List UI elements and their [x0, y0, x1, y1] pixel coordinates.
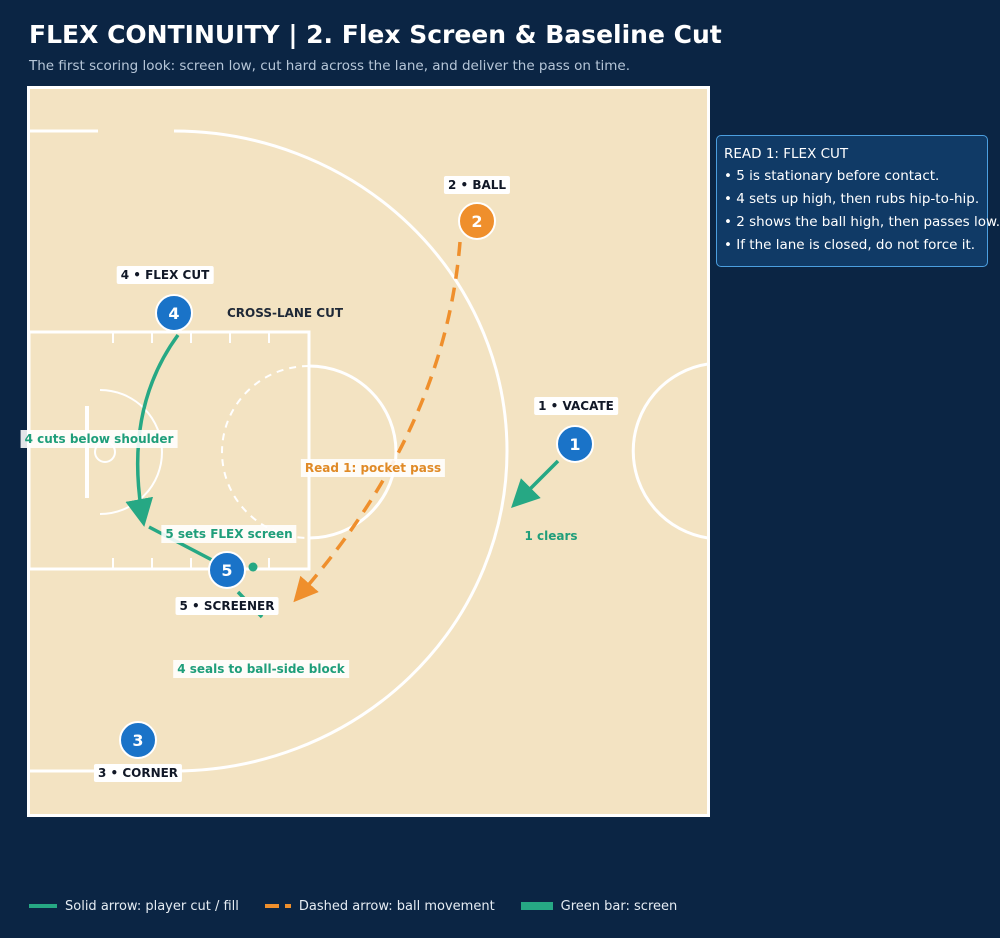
legend-item-solid: Solid arrow: player cut / fill — [29, 899, 239, 914]
notes-item: • 5 is stationary before contact. — [724, 168, 940, 184]
player-4-marker: 4 — [155, 294, 193, 332]
player-5-label: 5 • SCREENER — [175, 597, 279, 615]
notes-item: • 2 shows the ball high, then passes low… — [724, 214, 1000, 230]
cuts-below-shoulder-label: 4 cuts below shoulder — [20, 430, 178, 448]
pocket-pass-path — [293, 241, 462, 603]
player-2-label: 2 • BALL — [443, 176, 511, 194]
three-point-arc — [173, 129, 509, 773]
notes-heading: READ 1: FLEX CUT — [724, 146, 849, 162]
seals-ball-side-label: 4 seals to ball-side block — [173, 660, 349, 678]
sets-flex-screen-label: 5 sets FLEX screen — [161, 525, 297, 543]
screen-contact-dot — [248, 562, 258, 572]
free-throw-circle-solid — [308, 364, 398, 540]
screen-bar-icon — [520, 902, 553, 910]
player-3-marker: 3 — [119, 721, 157, 759]
player-1-marker: 1 — [556, 425, 594, 463]
notes-item: • If the lane is closed, do not force it… — [724, 237, 976, 253]
player-3-label: 3 • CORNER — [93, 764, 183, 782]
cross-lane-cut-label: CROSS-LANE CUT — [226, 306, 344, 320]
legend-label-screen: Green bar: screen — [560, 898, 678, 914]
notes-item: • 4 sets up high, then rubs hip-to-hip. — [724, 191, 980, 207]
court-lines — [29, 129, 708, 773]
solid-line-icon — [29, 904, 57, 908]
vacate-path — [511, 459, 560, 508]
player-1-label: 1 • VACATE — [534, 397, 618, 415]
player-5-marker: 5 — [208, 551, 246, 589]
legend-label-dashed: Dashed arrow: ball movement — [298, 898, 495, 914]
pocket-pass-label: Read 1: pocket pass — [300, 459, 446, 477]
clears-label: 1 clears — [524, 529, 578, 543]
page-title: FLEX CONTINUITY | 2. Flex Screen & Basel… — [29, 20, 722, 49]
legend: Solid arrow: player cut / fill Dashed ar… — [29, 896, 703, 916]
legend-label-solid: Solid arrow: player cut / fill — [65, 898, 239, 914]
page-subtitle: The first scoring look: screen low, cut … — [29, 58, 631, 74]
player-2-marker: 2 — [458, 202, 496, 240]
legend-item-screen: Green bar: screen — [520, 898, 678, 914]
center-circle — [631, 362, 708, 540]
court-floor — [27, 86, 710, 817]
player-4-label: 4 • FLEX CUT — [116, 266, 214, 284]
free-throw-circle-dashed — [221, 365, 310, 539]
dashed-line-icon — [264, 904, 291, 908]
lane-hash-marks — [112, 332, 270, 569]
flex-cut-path — [125, 333, 180, 527]
flex-cut-continuation — [148, 525, 213, 562]
legend-item-dashed: Dashed arrow: ball movement — [264, 898, 495, 914]
read-notes-panel: READ 1: FLEX CUT • 5 is stationary befor… — [716, 135, 1000, 267]
paint-lane — [29, 330, 311, 571]
